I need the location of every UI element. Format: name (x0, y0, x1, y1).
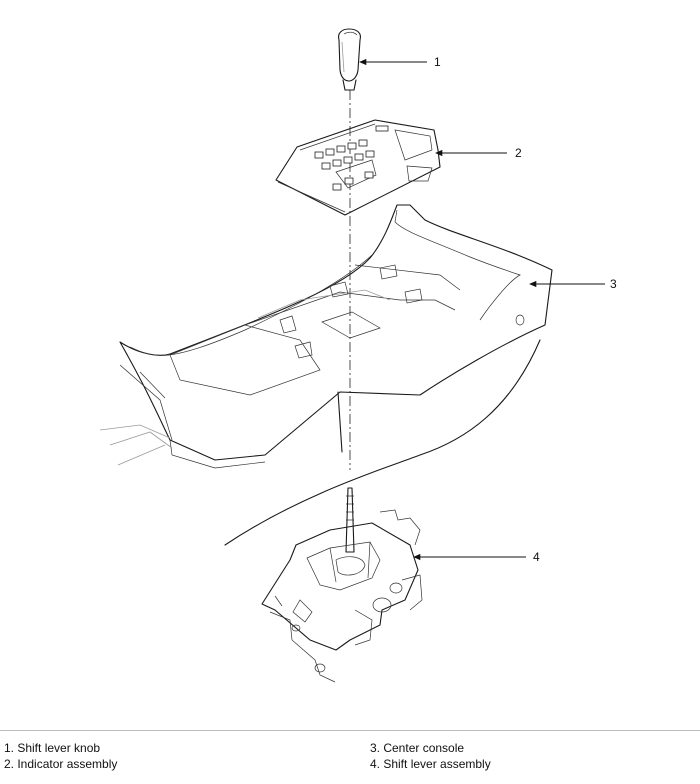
callout-3: 3 (610, 277, 617, 291)
callout-1: 1 (434, 55, 441, 69)
shift-lever-assembly (261, 487, 423, 683)
center-console (99, 204, 553, 546)
callout-4: 4 (533, 550, 540, 564)
legend-item-2: 2. Indicator assembly (4, 757, 118, 771)
indicator-assembly (275, 119, 441, 216)
legend-divider (0, 730, 700, 731)
legend-item-4: 4. Shift lever assembly (370, 757, 491, 771)
exploded-view-drawing (99, 28, 605, 683)
callout-2: 2 (515, 146, 522, 160)
legend-item-3: 3. Center console (370, 741, 465, 755)
legend-item-1: 1. Shift lever knob (4, 741, 101, 755)
shift-lever-knob (338, 28, 361, 91)
